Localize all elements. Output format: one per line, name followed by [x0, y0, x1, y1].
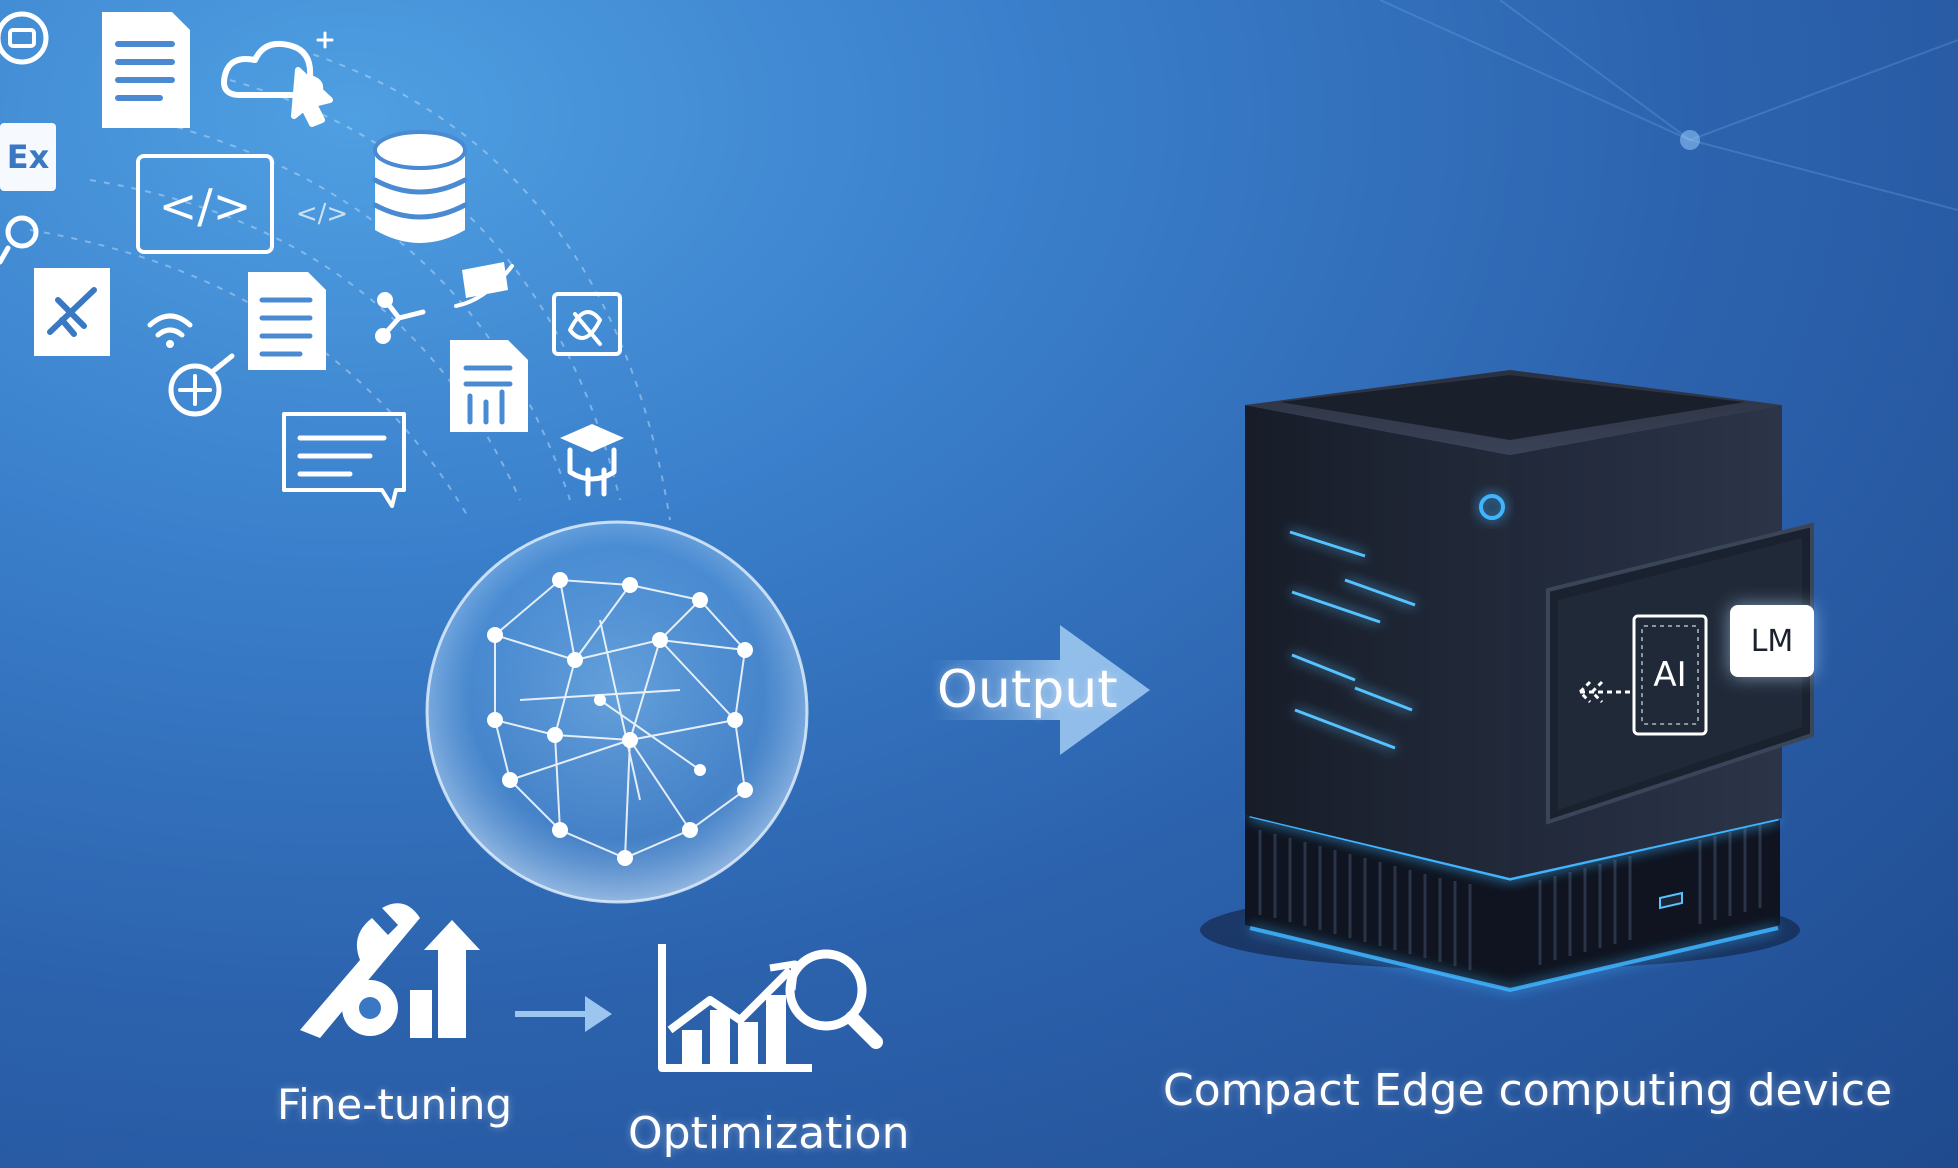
graduation-cap-icon [560, 424, 624, 497]
lm-chip-icon: LM [1730, 605, 1814, 677]
neural-network-sphere [425, 520, 809, 904]
database-icon [372, 130, 468, 243]
satellite-tile-icon [34, 268, 110, 356]
background-node [1680, 130, 1700, 150]
link-tile-icon [552, 292, 622, 356]
brain-target-icon [168, 353, 235, 417]
document-icon [102, 12, 190, 128]
optimization-chart-icon [658, 944, 812, 1072]
code-small-icon: </> [296, 199, 348, 229]
output-arrow [930, 625, 1150, 755]
neuron-icon [375, 292, 426, 344]
mail-icon [454, 262, 514, 308]
round-badge-icon [0, 11, 49, 65]
fine-tuning-icon [300, 903, 480, 1038]
process-arrow [515, 996, 612, 1032]
output-label: Output [937, 660, 1118, 720]
optimization-label: Optimization [628, 1108, 910, 1159]
chat-message-icon [282, 412, 406, 508]
code-brackets-icon: </> [136, 154, 274, 254]
background-network [1379, 0, 1958, 211]
code-brackets-text: </> [159, 179, 252, 233]
spreadsheet-icon [450, 340, 528, 432]
fine-tuning-label: Fine-tuning [277, 1080, 513, 1129]
report-document-icon [248, 272, 326, 370]
device-label: Compact Edge computing device [1163, 1065, 1893, 1116]
magnifier-icon [785, 949, 883, 1049]
excel-tile-icon: Ex [0, 123, 56, 191]
code-small-text: </> [296, 199, 348, 229]
cloud-cursor-icon [221, 31, 334, 127]
wifi-icon [147, 313, 193, 348]
location-pin-icon [0, 215, 39, 265]
ai-chip-icon: AI [1653, 655, 1687, 695]
device-status-lights [1289, 530, 1416, 750]
